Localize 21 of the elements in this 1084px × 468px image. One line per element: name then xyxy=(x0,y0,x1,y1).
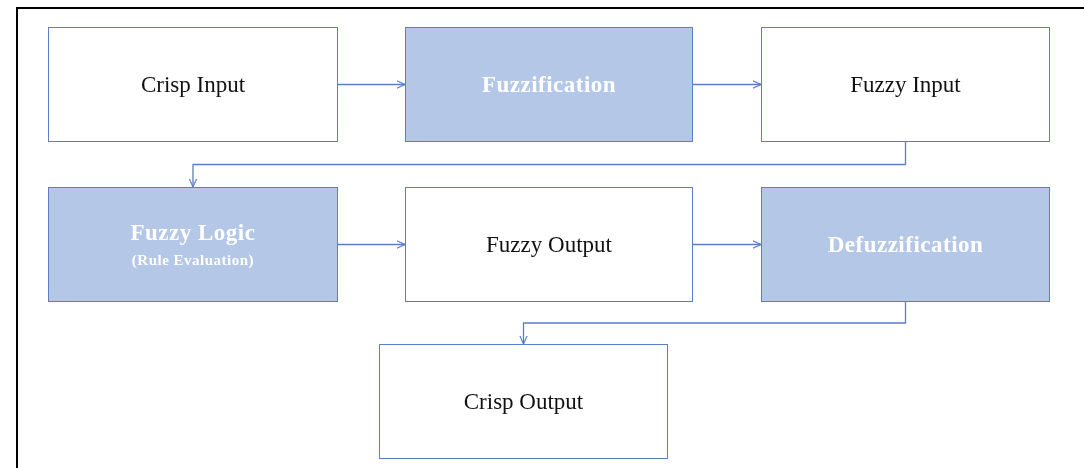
arrow xyxy=(337,240,406,249)
process-box xyxy=(405,27,693,142)
process-box xyxy=(761,27,1050,142)
arrow xyxy=(692,80,762,89)
process-box xyxy=(379,344,668,459)
box-subtitle: (Rule Evaluation) xyxy=(131,252,255,269)
process-box xyxy=(761,187,1050,302)
process-box xyxy=(48,187,338,302)
box-label: Defuzzification xyxy=(827,231,984,258)
arrow xyxy=(188,141,907,188)
box-label: Fuzzy Input xyxy=(850,71,961,98)
box-label: Fuzzy Output xyxy=(486,231,612,258)
box-label: Fuzzification xyxy=(481,71,617,98)
box-label: Fuzzy Logic xyxy=(130,220,256,246)
process-box xyxy=(48,27,338,142)
arrow xyxy=(337,80,406,89)
arrow xyxy=(692,240,762,249)
box-label: Crisp Output xyxy=(463,388,584,415)
arrow xyxy=(519,301,907,345)
box-label: Crisp Input xyxy=(140,71,246,98)
process-box xyxy=(405,187,693,302)
